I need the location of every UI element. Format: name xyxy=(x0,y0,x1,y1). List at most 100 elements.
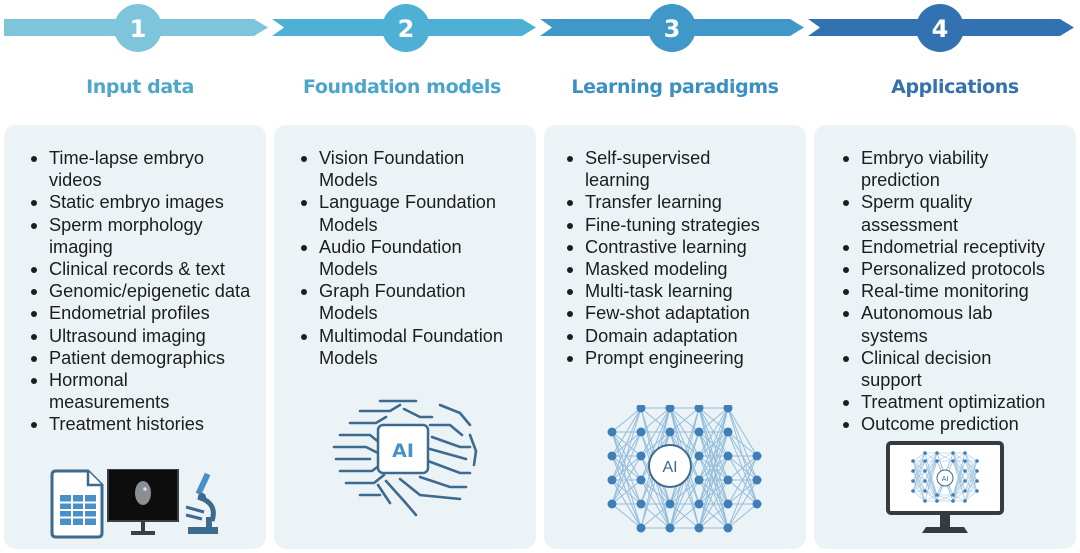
network-node xyxy=(963,489,967,493)
step-circle-3 xyxy=(648,4,696,52)
network-node xyxy=(963,469,967,473)
network-node xyxy=(607,427,617,437)
input-data-list: Time-lapse embryo videos Static embryo i… xyxy=(28,147,260,436)
network-node xyxy=(963,451,967,455)
network-node xyxy=(694,475,704,485)
list-item: Embryo viability prediction xyxy=(840,147,1000,191)
list-item: Language Foundation Models xyxy=(298,191,508,235)
network-node xyxy=(752,475,762,485)
list-item: Hormonal measurements xyxy=(28,369,178,413)
network-node xyxy=(923,469,927,473)
list-item: Static embryo images xyxy=(28,191,260,213)
step-title-applications: Applications xyxy=(891,76,1019,98)
network-node xyxy=(694,499,704,509)
list-item: Multi-task learning xyxy=(564,280,800,302)
network-node xyxy=(694,427,704,437)
network-node xyxy=(665,523,675,533)
process-banner: 1 2 3 4 xyxy=(4,4,1074,52)
network-node xyxy=(723,451,733,461)
network-node xyxy=(975,459,979,463)
network-node xyxy=(963,459,967,463)
list-item: Few-shot adaptation xyxy=(564,302,800,324)
network-node xyxy=(951,451,955,455)
network-node xyxy=(951,493,955,497)
network-node xyxy=(752,451,762,461)
list-item: Transfer learning xyxy=(564,191,800,213)
network-node xyxy=(694,405,704,413)
network-node xyxy=(665,405,675,413)
list-item: Outcome prediction xyxy=(840,413,1070,435)
list-item: Time-lapse embryo videos xyxy=(28,147,260,191)
network-node xyxy=(911,489,915,493)
spreadsheet-document-icon xyxy=(50,469,104,539)
network-node xyxy=(951,499,955,503)
network-node xyxy=(723,405,733,413)
ai-core xyxy=(648,444,692,488)
network-node xyxy=(607,475,617,485)
network-node xyxy=(975,489,979,493)
step-number-4: 4 xyxy=(932,15,949,43)
card-input-data: Time-lapse embryo videos Static embryo i… xyxy=(4,125,266,549)
step-badge-1: 1 xyxy=(114,4,162,52)
monitor-neural-network-icon: AI xyxy=(886,441,1004,533)
network-node xyxy=(923,459,927,463)
step-circle-4 xyxy=(916,4,964,52)
list-item: Domain adaptation xyxy=(564,325,800,347)
step-title-foundation-models: Foundation models xyxy=(303,76,501,98)
list-item: Multimodal Foundation Models xyxy=(298,325,528,369)
step-title-learning-paradigms: Learning paradigms xyxy=(571,76,779,98)
list-item: Clinical records & text xyxy=(28,258,260,280)
step-badge-4: 4 xyxy=(916,4,964,52)
network-node xyxy=(607,451,617,461)
network-node xyxy=(752,499,762,509)
network-node xyxy=(963,499,967,503)
network-node xyxy=(911,469,915,473)
network-node xyxy=(636,523,646,533)
list-item: Treatment optimization xyxy=(840,391,1070,413)
step-number-3: 3 xyxy=(664,15,681,43)
network-node xyxy=(923,499,927,503)
list-item: Patient demographics xyxy=(28,347,260,369)
network-node xyxy=(911,459,915,463)
list-item: Sperm quality assessment xyxy=(840,191,1000,235)
step-number-2: 2 xyxy=(398,15,415,43)
network-node xyxy=(665,427,675,437)
list-item: Real-time monitoring xyxy=(840,280,1070,302)
network-node xyxy=(723,475,733,485)
list-item: Clinical decision support xyxy=(840,347,1010,391)
network-node xyxy=(923,479,927,483)
card-foundation-models: Vision Foundation Models Language Founda… xyxy=(274,125,536,549)
list-item: Prompt engineering xyxy=(564,347,800,369)
foundation-models-list: Vision Foundation Models Language Founda… xyxy=(298,147,530,369)
list-item: Masked modeling xyxy=(564,258,800,280)
network-node xyxy=(963,479,967,483)
list-item: Endometrial receptivity xyxy=(840,236,1070,258)
network-node xyxy=(636,499,646,509)
step-number-1: 1 xyxy=(130,15,147,43)
network-node xyxy=(723,499,733,509)
network-node xyxy=(607,499,617,509)
step-title-input-data: Input data xyxy=(86,76,194,98)
ai-brain-circuit-icon: AI xyxy=(332,399,478,517)
network-node xyxy=(935,451,939,455)
ai-chip xyxy=(376,423,430,475)
list-item: Endometrial profiles xyxy=(28,302,260,324)
input-data-illustration xyxy=(50,469,218,539)
learning-paradigms-list: Self-supervised learning Transfer learni… xyxy=(564,147,800,369)
list-item: Audio Foundation Models xyxy=(298,236,488,280)
list-item: Vision Foundation Models xyxy=(298,147,488,191)
step-badge-2: 2 xyxy=(382,4,430,52)
ai-chip-label: AI xyxy=(392,440,414,462)
network-node xyxy=(951,459,955,463)
network-node xyxy=(636,427,646,437)
network-node xyxy=(665,499,675,509)
list-item: Ultrasound imaging xyxy=(28,325,260,347)
neural-network-icon: AI xyxy=(607,405,762,533)
network-node xyxy=(636,475,646,485)
network-node xyxy=(636,405,646,413)
step-badge-3: 3 xyxy=(648,4,696,52)
network-node xyxy=(923,451,927,455)
network-node xyxy=(923,489,927,493)
ai-core-label: AI xyxy=(662,459,677,476)
list-item: Fine-tuning strategies xyxy=(564,214,800,236)
